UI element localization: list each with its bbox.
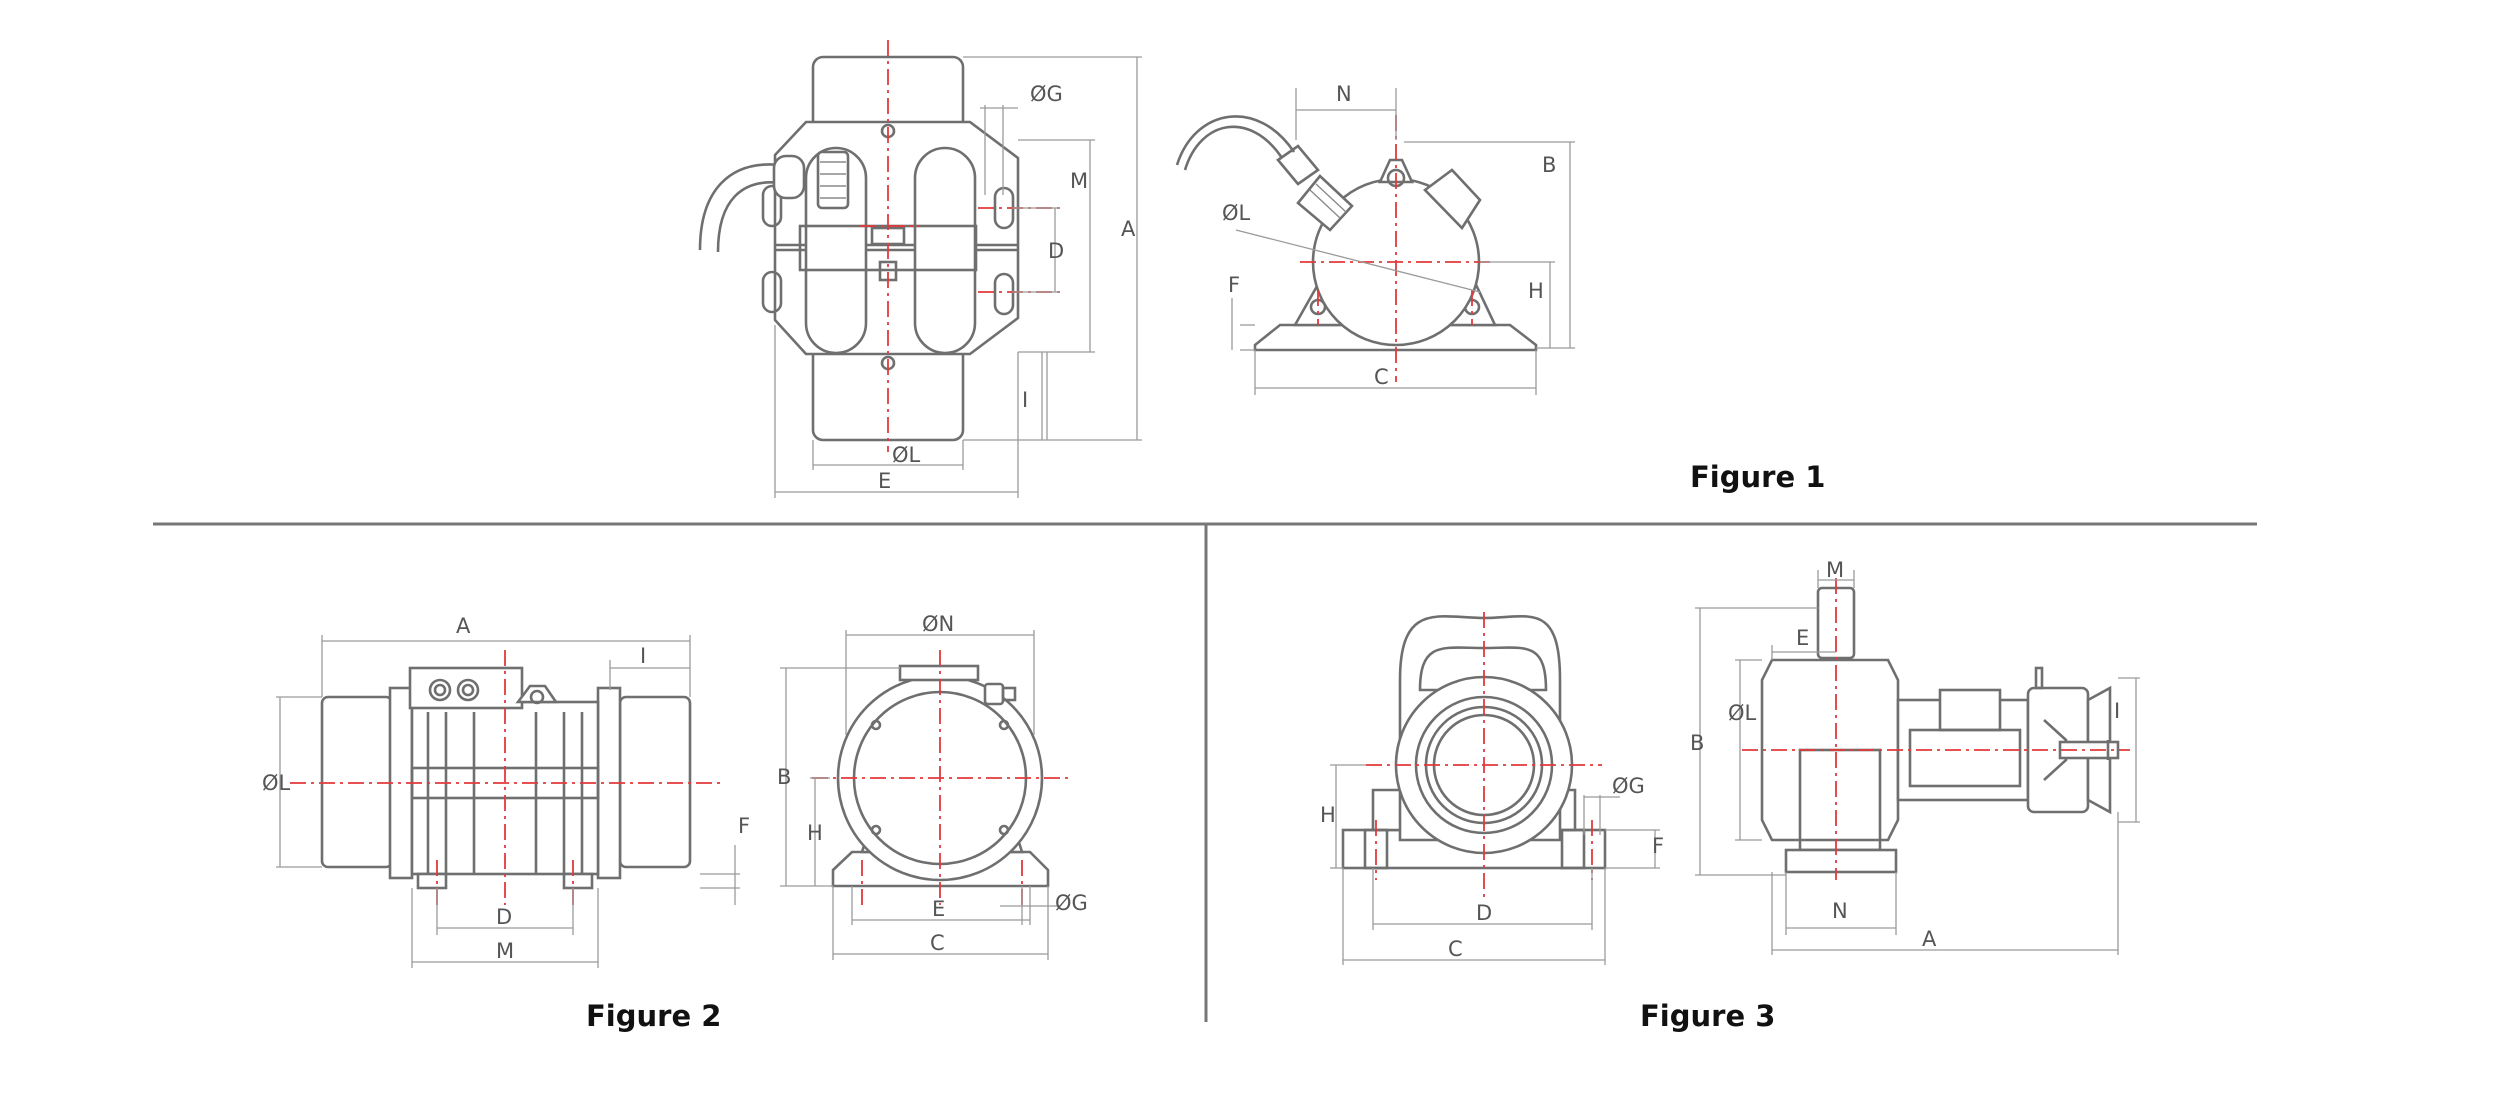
power-cable [1183,125,1284,171]
dim-label-c: C [1448,937,1463,961]
dim-label-a: A [1922,927,1937,951]
mount-slot [761,270,783,314]
terminal-box [898,664,980,682]
dim-label-n: N [1832,899,1848,923]
dim-label-d: D [496,905,512,929]
dim-label-b: B [777,765,791,789]
terminal-box [1423,168,1482,231]
dim-label-n: ØN [922,612,954,636]
weight-cover-right [913,146,977,355]
dim-label-i: I [1022,388,1028,412]
dim-label-a: A [456,614,471,638]
mount-slot [761,184,783,228]
dim-label-l: ØL [892,443,921,467]
base-block [1784,848,1898,874]
shaft [2058,740,2120,760]
dim-label-i: I [2114,699,2120,723]
dim-label-f: F [738,814,750,838]
dim-label-m: M [496,939,514,963]
end-cap-right [618,695,692,869]
figure1-side-view: N B ØL F H C [1175,82,1575,395]
dim-label-a: A [1121,217,1136,241]
dim-label-l: ØL [1222,201,1251,225]
dim-label-d: D [1048,239,1064,263]
dim-label-m: M [1826,558,1844,582]
terminal-box [408,666,524,710]
figure1-caption: Figure 1 [1690,460,1825,494]
end-cap-left [320,695,394,869]
dim-label-h: H [807,821,823,845]
dim-label-e: E [932,897,945,921]
figure3-side-view: M E ØL B I N A [1690,558,2140,955]
dim-label-g: ØG [1055,891,1088,915]
dim-label-f: F [1228,273,1240,297]
dim-label-i: I [640,644,646,668]
dim-label-c: C [930,931,945,955]
dim-label-f: F [1652,834,1664,858]
figure2-caption: Figure 2 [586,999,721,1033]
figure3-caption: Figure 3 [1640,999,1775,1033]
figure3-front-view: H ØG F D C [1320,612,1664,965]
figure2-side-view: A I ØL F D M [262,614,750,968]
dim-label-g: ØG [1612,774,1645,798]
dim-label-g: ØG [1030,82,1063,106]
power-cable [698,163,781,251]
mount-slot [993,272,1015,316]
dim-label-h: H [1320,803,1336,827]
dim-label-d: D [1476,901,1492,925]
cable-gland [772,154,806,200]
dim-label-h: H [1528,279,1544,303]
dim-label-m: M [1070,169,1088,193]
dim-label-c: C [1374,365,1389,389]
dim-label-b: B [1690,731,1704,755]
dim-label-l: ØL [262,771,291,795]
dim-label-e: E [878,469,891,493]
figure1-front-view: ØG M D A I ØL E [698,40,1142,498]
dim-label-b: B [1542,153,1556,177]
figure2-end-view: ØN B H E ØG C [777,612,1088,960]
dim-label-e: E [1796,626,1809,650]
dim-label-n: N [1336,82,1352,106]
dim-label-l: ØL [1728,701,1757,725]
